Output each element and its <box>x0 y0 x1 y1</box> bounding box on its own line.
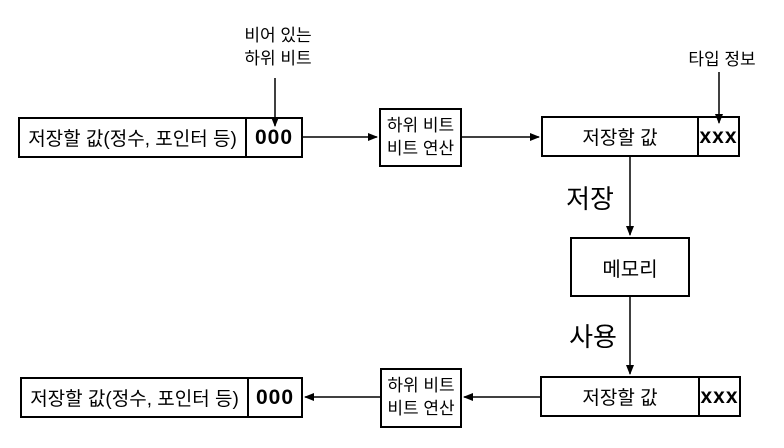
op-box-bottom-line1: 하위 비트 <box>387 376 455 396</box>
op-box-top-line1: 하위 비트 <box>386 115 455 135</box>
op-box-top-line2: 비트 연산 <box>386 138 455 158</box>
op-box-top: 하위 비트 비트 연산 <box>379 108 462 167</box>
edge-label-store: 저장 <box>566 184 614 214</box>
value-box-bottom-left-tag-bits: 000 <box>247 379 301 416</box>
edge-label-use: 사용 <box>569 322 617 352</box>
annotation-empty-low-bits-line1: 비어 있는 <box>244 26 312 45</box>
value-box-top-left: 저장할 값(정수, 포인터 등) 000 <box>18 117 303 158</box>
value-box-bottom-right: 저장할 값 xxx <box>540 376 741 417</box>
memory-box: 메모리 <box>570 237 690 297</box>
value-box-top-right-label: 저장할 값 <box>582 128 658 149</box>
value-box-top-right: 저장할 값 xxx <box>541 116 740 157</box>
op-box-bottom: 하위 비트 비트 연산 <box>380 368 462 428</box>
value-box-bottom-right-tag-bits: xxx <box>698 378 739 415</box>
annotation-empty-low-bits: 비어 있는 하위 비트 <box>244 24 311 70</box>
value-box-bottom-right-label: 저장할 값 <box>582 388 658 409</box>
value-box-bottom-left-label: 저장할 값(정수, 포인터 등) <box>30 389 239 410</box>
value-box-top-left-tag-bits: 000 <box>245 119 301 156</box>
value-box-bottom-left: 저장할 값(정수, 포인터 등) 000 <box>20 377 303 418</box>
memory-box-label: 메모리 <box>602 258 658 281</box>
annotation-type-info: 타입 정보 <box>688 50 756 69</box>
value-box-top-right-tag-bits: xxx <box>697 118 738 155</box>
annotation-empty-low-bits-line2: 하위 비트 <box>244 49 312 68</box>
value-box-top-left-label: 저장할 값(정수, 포인터 등) <box>28 129 237 150</box>
op-box-bottom-line2: 비트 연산 <box>387 399 455 418</box>
